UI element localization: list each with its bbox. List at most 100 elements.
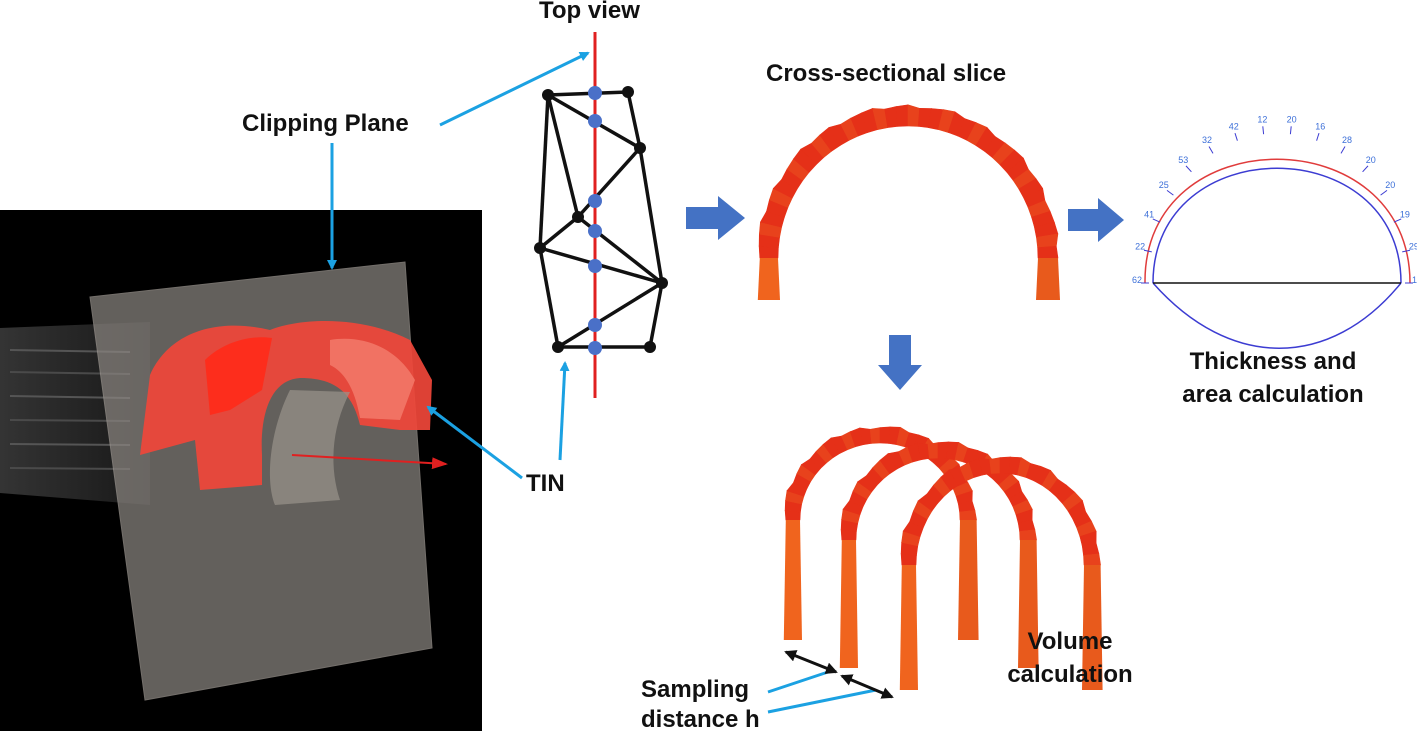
tin-node — [552, 341, 564, 353]
label-volume-line1: Volume — [1027, 628, 1113, 655]
slice-arch-leg — [1036, 258, 1060, 300]
profile-tick — [1234, 132, 1238, 141]
profile-tick — [1152, 218, 1161, 223]
tin-edge — [576, 146, 642, 219]
profile-tick — [1289, 126, 1292, 135]
volume-arch-1-segment — [869, 427, 881, 444]
profile-tick-label: 19 — [1400, 209, 1410, 219]
tin-edge — [538, 247, 560, 348]
arrow-to-slice — [686, 196, 745, 240]
profile-tick-label: 20 — [1385, 180, 1395, 190]
tin-node — [542, 89, 554, 101]
tin-edge — [638, 147, 664, 284]
label-sampling-line1: Sampling — [641, 676, 750, 703]
tin-edge — [626, 91, 642, 149]
volume-arch-3-leg — [899, 565, 918, 690]
profile-tick-label: 28 — [1342, 135, 1352, 145]
top-view-tin — [534, 32, 668, 398]
profile-tick-label: 53 — [1178, 155, 1188, 165]
volume-arch-2-segment — [1019, 529, 1037, 541]
label-cross-section: Cross-sectional slice — [766, 60, 1007, 87]
profile-tick-label: 32 — [1202, 135, 1212, 145]
callout-tin-to-mesh — [426, 405, 523, 480]
tin-intersection-point — [588, 86, 602, 100]
volume-arch-1-leg — [958, 520, 979, 640]
volume-arches — [783, 426, 1103, 690]
callout-sampling-1 — [767, 670, 829, 694]
tin-mesh-side — [330, 338, 415, 420]
tin-node — [634, 142, 646, 154]
tin-intersection-point — [588, 259, 602, 273]
profile-tick — [1393, 218, 1402, 223]
tin-intersection-point — [588, 341, 602, 355]
slice-arch-segment — [758, 245, 779, 259]
label-top-view: Top view — [539, 0, 640, 24]
volume-arch-2-leg — [1018, 540, 1039, 668]
tin-nodes — [534, 86, 668, 353]
tin-node — [644, 341, 656, 353]
profile-tick — [1185, 165, 1192, 173]
process-arrows — [686, 196, 1124, 390]
slice-arch-segment — [1037, 245, 1059, 259]
tin-edges — [538, 90, 664, 349]
tin-intersection-points — [588, 86, 602, 355]
profile-tick — [1166, 189, 1174, 196]
profile-tick — [1402, 249, 1411, 253]
tin-node — [656, 277, 668, 289]
callout-sampling-2 — [767, 688, 877, 714]
tin-edge — [547, 90, 629, 97]
profile-tick-label: 15 — [1412, 275, 1417, 285]
render-3d-panel — [0, 210, 482, 731]
volume-arch-3-segment — [1083, 553, 1101, 566]
volume-arch-3-segment — [989, 457, 1001, 474]
sampling-arrow-1 — [784, 650, 838, 674]
profile-tick-label: 20 — [1287, 114, 1297, 124]
axis-arrow-red — [291, 454, 448, 470]
profile-tick-label: 29 — [1409, 241, 1417, 251]
label-sampling-line2: distance h — [641, 706, 760, 733]
tin-mesh-highlight — [205, 337, 272, 415]
profile-tick — [1362, 165, 1369, 173]
tin-intersection-point — [588, 194, 602, 208]
arrow-to-profile — [1068, 198, 1124, 242]
profile-tick-label: 16 — [1315, 121, 1325, 131]
tin-edge — [546, 94, 580, 218]
tin-edge — [538, 94, 550, 249]
profile-tick-label: 42 — [1229, 121, 1239, 131]
tin-intersection-point — [588, 114, 602, 128]
tin-node — [622, 86, 634, 98]
tin-intersection-point — [588, 318, 602, 332]
label-thickness-line2: area calculation — [1182, 381, 1364, 408]
profile-inner-outline — [1152, 167, 1402, 284]
profile-tick — [1208, 146, 1214, 154]
volume-arch-1-leg — [783, 520, 802, 640]
tin-edge — [538, 215, 580, 250]
label-clipping-plane: Clipping Plane — [242, 110, 409, 137]
volume-arch-2-segment — [927, 442, 939, 459]
label-tin: TIN — [526, 470, 565, 497]
tunnel-inner-shape — [270, 390, 350, 505]
profile-tick-label: 41 — [1144, 209, 1154, 219]
slice-arch-segment — [895, 104, 909, 127]
volume-arch-3-segment — [900, 553, 917, 566]
profile-tick — [1143, 249, 1152, 253]
profile-tick — [1380, 189, 1388, 196]
profile-tick — [1340, 146, 1346, 154]
profile-tick — [1262, 126, 1265, 135]
label-volume-line2: calculation — [1007, 661, 1133, 688]
tin-edge — [557, 281, 663, 349]
profile-invert-outline — [1152, 282, 1402, 349]
profile-tick-label: 20 — [1366, 155, 1376, 165]
label-thickness-line1: Thickness and — [1189, 348, 1357, 375]
slice-arch-leg — [757, 258, 780, 300]
profile-tick — [1316, 132, 1320, 141]
volume-arch-1-segment — [959, 509, 977, 521]
profile-tick-labels: 62224125533242122016282020192915 — [1132, 114, 1417, 285]
tin-edge — [648, 282, 664, 348]
profile-tick-label: 12 — [1257, 114, 1267, 124]
profile-tick-label: 22 — [1135, 241, 1145, 251]
volume-arch-2-leg — [839, 540, 858, 668]
tin-intersection-point — [588, 224, 602, 238]
